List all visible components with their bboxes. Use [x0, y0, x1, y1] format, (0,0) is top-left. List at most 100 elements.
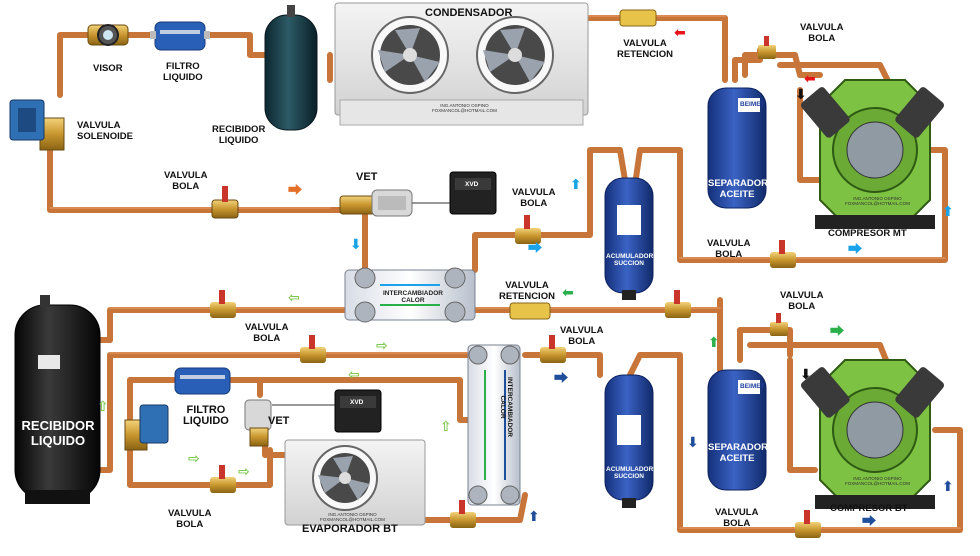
arrow-blue-comp-mt-icon: ⬆: [942, 204, 954, 220]
ball-valve-succ-mt: [515, 215, 541, 244]
compressor-bt: [801, 359, 944, 509]
vet-bt-valve: [244, 399, 272, 447]
arrow-blue-vet-icon: ⬇: [350, 237, 362, 253]
pipe-mid-left-upper: [107, 307, 348, 343]
ball-valve-sep-mt: [758, 36, 776, 59]
brand-separador-mt: BEIMET: [740, 101, 765, 108]
arrow-green-evap-icon: ⇨: [238, 464, 250, 480]
arrow-navy-down-icon: ⬇: [687, 435, 699, 451]
arrow-green-mid-icon: ⬅: [562, 285, 574, 301]
pipe-hx-to-acc-mt: [472, 147, 628, 273]
arrow-orange-icon: ⮕: [288, 183, 302, 199]
arrow-blue-suct-mt-icon: ⮕: [848, 242, 862, 258]
label-valvula-retencion-mid: VALVULA RETENCION: [499, 280, 555, 302]
xvd-top-box: [412, 171, 497, 215]
credit-condensador: ING.ANTONIO OSPINO FOXMANCOL@HOTMAIL.COM: [432, 103, 497, 113]
label-vet-bt: VET: [268, 415, 290, 427]
ball-valve-mt-liquid: [211, 186, 239, 219]
ball-valve-bottom-right: [795, 510, 821, 538]
arrow-navy-up-evap-icon: ⬆: [528, 509, 540, 525]
condenser: [334, 2, 589, 126]
pipe-bt-return: [787, 357, 818, 473]
label-acumulador-succion-bt: ACUMULADOR SUCCION: [606, 466, 654, 480]
label-valvula-bola-bottom-right: VALVULA BOLA: [715, 507, 759, 529]
heat-exchanger-top: [344, 267, 476, 323]
filter-bt: [174, 367, 231, 395]
arrow-red-mt-icon: ⬅: [804, 71, 816, 87]
pipe-mid-left-lower: [92, 352, 473, 473]
evaporator: [284, 439, 426, 526]
ball-valve-evap-out: [450, 500, 476, 528]
label-separador-aceite-mt: SEPARADOR ACEITE: [708, 178, 768, 200]
arrow-green-compbt-icon: ⮕: [830, 324, 844, 340]
ball-valve-bt-sep: [770, 313, 788, 336]
compressor-mt: [801, 79, 944, 229]
label-condensador: CONDENSADOR: [425, 7, 513, 19]
arrow-green-left-icon: ⇦: [288, 290, 300, 306]
receiver-top: [264, 5, 318, 131]
ball-valve-mid-left: [210, 290, 236, 318]
credit-evaporador: ING.ANTONIO OSPINO FOXMANCOL@HOTMAIL.COM: [320, 512, 385, 522]
label-recibidor-liquido-big: RECIBIDOR LIQUIDO: [21, 418, 95, 448]
label-acumulador-succion-mt: ACUMULADOR SUCCION: [606, 253, 654, 267]
xvd-bt-box: [272, 389, 382, 433]
arrow-green-bt-icon: ⇨: [188, 451, 200, 467]
label-intercambiador-calor-top: INTERCAMBIADOR CALOR: [383, 290, 443, 304]
credit-compresor-mt: ING.ANTONIO OSPINO FOXMANCOL@HOTMAIL.COM: [845, 196, 910, 206]
label-valvula-bola-bottom-left: VALVULA BOLA: [168, 508, 212, 530]
arrow-green-up-hx-icon: ⇧: [440, 419, 452, 435]
ball-valve-return-mt: [770, 240, 796, 268]
pipe-suction-bt: [627, 352, 963, 533]
heat-exchanger-bt: [467, 344, 521, 506]
ball-valve-bottom-left: [210, 465, 236, 493]
label-valvula-solenoide: VALVULA SOLENOIDE: [77, 120, 133, 142]
ball-valve-mid-right: [665, 290, 691, 318]
arrow-navy-hx-icon: ⮕: [554, 371, 568, 387]
label-valvula-bola-return-mt: VALVULA BOLA: [707, 238, 751, 260]
solenoid-bt: [124, 404, 169, 451]
arrow-navy-compbt-icon: ⮕: [862, 514, 876, 530]
label-filtro-liquido-bt: FILTRO LIQUIDO: [183, 404, 229, 427]
arrow-green-sep-bt-icon: ⬆: [708, 335, 720, 351]
arrow-red-top-icon: ⬅: [674, 25, 686, 41]
brand-separador-bt: BEIMET: [740, 383, 765, 390]
label-valvula-bola-top-right: VALVULA BOLA: [800, 22, 844, 44]
arrow-green-center-icon: ⇨: [376, 338, 388, 354]
condenser-fan-right: [476, 16, 554, 94]
label-xvd-bt: XVD: [350, 399, 364, 406]
sight-glass-top: [87, 24, 129, 46]
arrow-blue-succ2-icon: ⮕: [528, 241, 542, 257]
receiver-big: [14, 295, 101, 504]
label-valvula-retencion-top: VALVULA RETENCION: [617, 38, 673, 60]
arrow-green-up-left-icon: ⇧: [97, 399, 109, 415]
arrow-green-hx-icon: ⇦: [348, 367, 360, 383]
condenser-bottom: [339, 99, 584, 126]
arrow-navy-up-bt-icon: ⬆: [942, 479, 954, 495]
arrow-black-mt-icon: ⬇: [795, 87, 807, 103]
vet-top-valve: [339, 189, 413, 217]
solenoid-top: [9, 99, 65, 151]
label-valvula-bola-right-bt: VALVULA BOLA: [780, 290, 824, 312]
separator-mt: [707, 87, 767, 209]
label-valvula-bola-succion-mt: VALVULA BOLA: [512, 187, 556, 209]
label-xvd-top: XVD: [465, 181, 479, 188]
label-vet-top: VET: [356, 171, 378, 183]
accumulator-mt: [604, 177, 654, 300]
arrow-blue-succ-icon: ⬆: [570, 177, 582, 193]
label-valvula-bola-mid-left: VALVULA BOLA: [245, 322, 289, 344]
arrow-black-bt-icon: ⬇: [800, 367, 812, 383]
credit-compresor-bt: ING.ANTONIO OSPINO FOXMANCOL@HOTMAIL.COM: [845, 476, 910, 486]
label-visor: VISOR: [93, 63, 123, 74]
separator-bt: [707, 369, 767, 491]
label-intercambiador-calor-bt: INTERCAMBIADOR CALOR: [498, 377, 513, 437]
label-compresor-bt: COMPRESOR BT: [830, 503, 908, 514]
filter-top: [150, 21, 210, 51]
accumulator-bt: [604, 374, 654, 508]
pipe-bt-liquid-2: [127, 447, 273, 488]
check-valve-mid: [509, 302, 551, 320]
ball-valve-bt-hx: [540, 335, 566, 363]
label-recibidor-liquido-top: RECIBIDOR LIQUIDO: [212, 124, 266, 146]
label-compresor-mt: COMPRESOR MT: [828, 228, 907, 239]
